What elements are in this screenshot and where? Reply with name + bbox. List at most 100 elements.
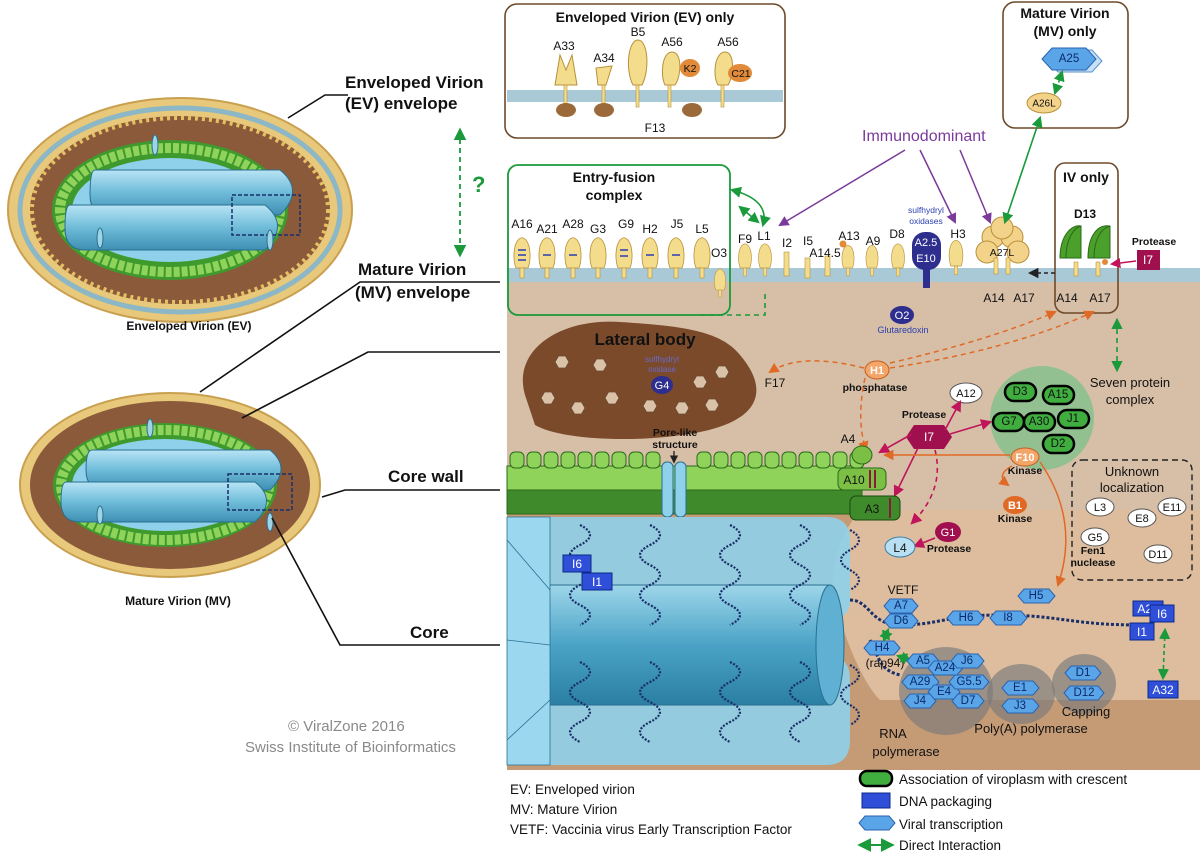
packaging-i1 <box>1129 622 1155 641</box>
protease-i7-center <box>906 425 952 449</box>
question-mark: ? <box>472 172 485 197</box>
unknown-title-1: Unknown <box>1105 464 1159 479</box>
unknown-title-2: localization <box>1100 480 1164 495</box>
legend-packaging-swatch <box>861 792 891 809</box>
seven-complex-label-2: complex <box>1106 392 1155 407</box>
iv-protease-i7-label: I7 <box>1143 253 1153 267</box>
ev-protein-a33: A33 <box>553 39 575 53</box>
a12-label: A12 <box>956 388 976 400</box>
mv-membrane <box>507 268 1200 282</box>
mem-a14-5: A14.5 <box>809 246 841 260</box>
legend-viroplasm-swatch <box>858 769 894 788</box>
protease-center-label: Protease <box>902 409 947 421</box>
a3-label: A3 <box>865 502 880 516</box>
a3-protein <box>849 495 901 521</box>
transcription-h6 <box>946 610 985 626</box>
b1-label: Kinase <box>998 513 1033 525</box>
ev-proteins <box>554 39 752 117</box>
sulf-e10: E10 <box>916 253 936 265</box>
legend: Association of viroplasm with crescent D… <box>857 769 1127 853</box>
sulfhydryl-oxidases-2: oxidases <box>909 216 943 226</box>
mem-f9: F9 <box>738 232 752 246</box>
mv-envelope-label-1: Mature Virion <box>358 260 466 279</box>
mv-protein-a26l <box>1026 92 1062 114</box>
protease-center-i7: I7 <box>924 430 934 444</box>
ev-partner-k2: K2 <box>684 63 697 75</box>
polya-e1-label: E1 <box>1013 682 1027 694</box>
mv-envelope-label-2: (MV) envelope <box>355 283 470 302</box>
mem-i5: I5 <box>803 234 813 248</box>
mv-protein-a25 <box>1041 47 1097 71</box>
a2-5-e10-complex <box>912 232 941 270</box>
glutaredoxin-protein: O2 <box>895 310 910 322</box>
mv-virion-illustration <box>19 392 321 578</box>
ev-protein-a56-2: A56 <box>717 35 739 49</box>
abbr-mv: MV: Mature Virion <box>510 802 617 817</box>
polya-j3 <box>1001 698 1040 714</box>
ef-a28: A28 <box>562 217 584 231</box>
transcription-i8 <box>989 610 1028 626</box>
ef-g3: G3 <box>590 222 606 236</box>
iv-box-title: IV only <box>1063 169 1109 185</box>
unknown-localization-box <box>1071 459 1193 581</box>
core-label: Core <box>410 623 449 642</box>
mv-box-title-2: (MV) only <box>1034 23 1097 39</box>
ef-a21: A21 <box>536 222 558 236</box>
entry-fusion-title-1: Entry-fusion <box>573 169 655 185</box>
rnap-j6: J6 <box>961 655 973 667</box>
h4-protein <box>863 640 901 656</box>
sulfhydryl-oxidases-1: sulfhydryl <box>908 205 944 215</box>
mv-caption: Mature Virion (MV) <box>125 594 231 608</box>
rnap-a24: A24 <box>935 662 956 674</box>
mem-a17: A17 <box>1013 291 1035 305</box>
entry-fusion-box <box>507 164 731 316</box>
core-i1 <box>581 572 613 591</box>
pore-label-1: Pore-like <box>653 427 698 439</box>
ef-o3: O3 <box>711 246 727 260</box>
rnap-a29: A29 <box>910 676 930 688</box>
mem-a13: A13 <box>838 229 860 243</box>
mem-i2: I2 <box>782 236 792 250</box>
unknown-proteins <box>1080 497 1187 564</box>
pore-label-2: structure <box>652 439 698 451</box>
mv-protein-a26l-label: A26L <box>1032 99 1056 110</box>
pore-like-structure <box>661 461 687 518</box>
rnap-a5: A5 <box>916 655 930 667</box>
credit-line-1: © ViralZone 2016 <box>288 718 405 735</box>
g1-protease <box>935 522 961 542</box>
iv-protease-i7 <box>1137 250 1160 270</box>
ev-protein-a56-1: A56 <box>661 35 683 49</box>
a4-protein <box>851 445 873 465</box>
capping-d12-label: D12 <box>1073 687 1094 699</box>
mem-a9: A9 <box>866 234 881 248</box>
core-i1-label: I1 <box>592 575 602 589</box>
g4-protein <box>651 376 673 394</box>
l4-protein <box>884 536 916 558</box>
a27l-trimer <box>975 216 1030 275</box>
unk-e8: E8 <box>1135 513 1148 525</box>
iv-protease-label: Protease <box>1132 236 1177 248</box>
iv-a17: A17 <box>1089 291 1111 305</box>
unk-g5: G5 <box>1088 532 1103 544</box>
ev-envelope-label-2: (EV) envelope <box>345 94 457 113</box>
vetf-d6 <box>883 613 919 629</box>
seven-d2: D2 <box>1051 438 1066 450</box>
packaging-i6 <box>1149 604 1175 623</box>
seven-a15: A15 <box>1048 389 1068 401</box>
iv-a14: A14 <box>1056 291 1078 305</box>
g1-protein: G1 <box>941 527 956 539</box>
rnap-label-1: RNA <box>879 726 907 741</box>
legend-packaging: DNA packaging <box>899 794 992 809</box>
f17-label: F17 <box>765 376 786 390</box>
b1-kinase <box>1003 496 1027 514</box>
abbr-ev: EV: Enveloped virion <box>510 782 635 797</box>
ev-protein-a34: A34 <box>593 51 615 65</box>
capping-d1 <box>1064 665 1102 681</box>
unk-e11: E11 <box>1163 502 1182 514</box>
g5-label-2: nuclease <box>1071 557 1116 569</box>
core-wall-palisade-spikes <box>509 451 865 469</box>
capping-d12 <box>1063 685 1105 701</box>
ef-h2: H2 <box>642 222 658 236</box>
ev-box-title: Enveloped Virion (EV) only <box>556 9 735 25</box>
mem-a27l: A27L <box>990 247 1015 259</box>
